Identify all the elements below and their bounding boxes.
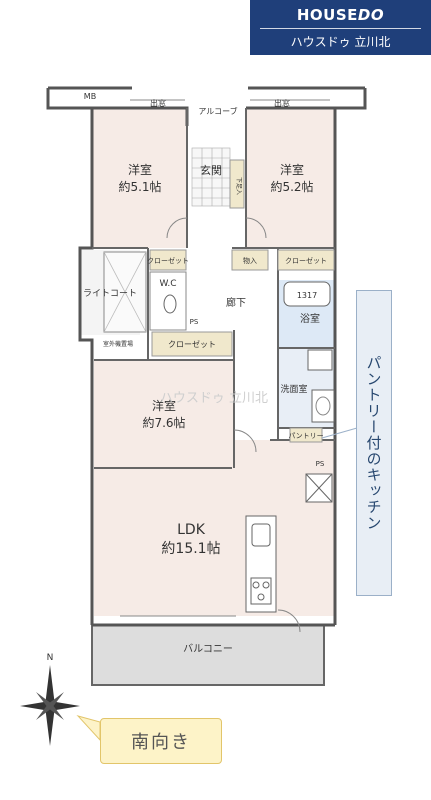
brand-name: HOUSEDO: [296, 6, 385, 24]
south-facing-badge: 南向き: [100, 718, 222, 764]
logo-divider: [260, 28, 421, 29]
mb-label: MB: [84, 92, 96, 101]
bathtub-icon: [283, 281, 331, 307]
balcony-area: [91, 624, 325, 686]
closet-label-1: クローゼット: [147, 256, 189, 265]
svg-text:N: N: [47, 653, 54, 663]
storage-closet: [231, 249, 269, 271]
western-room-3-size: 約7.6帖: [142, 415, 185, 430]
compass-icon: N: [20, 653, 80, 746]
south-arrow-pointer: [76, 715, 101, 742]
washer-icon: [307, 349, 333, 371]
western-room-2-size: 約5.2帖: [270, 179, 313, 194]
balcony-label: バルコニー: [183, 643, 233, 655]
bath-label: 浴室: [300, 312, 320, 325]
outdoor-unit-label: 室外機置場: [103, 340, 133, 348]
ldk-size: 約15.1帖: [161, 541, 220, 557]
western-room-3-fill: [94, 360, 234, 468]
ps-label-1: PS: [190, 318, 199, 326]
western-room-2-name: 洋室: [280, 162, 304, 177]
ps-label-2: PS: [316, 460, 325, 468]
western-room-1-size: 約5.1帖: [118, 179, 161, 194]
pantry-label: パントリー: [288, 432, 323, 440]
pantry-box: [289, 427, 323, 443]
western-room-3-name: 洋室: [152, 398, 176, 413]
closet-label-2: クローゼット: [285, 256, 327, 265]
shoe-cabinet: [229, 159, 245, 209]
sink-icon: [251, 523, 271, 547]
bathtub-size-label: 1317: [297, 291, 317, 300]
window-label-2: 出窓: [274, 98, 290, 108]
door-arc-1: [166, 217, 188, 239]
closet-1: [149, 249, 187, 271]
light-court-label: ライトコート: [83, 288, 137, 299]
watermark: ハウスドゥ 立川北: [160, 391, 268, 406]
alcove-label: アルコーブ: [198, 106, 237, 116]
toilet-icon: [163, 294, 177, 314]
brand-logo: HOUSEDO ハウスドゥ 立川北: [250, 0, 431, 55]
hall-label: 廊下: [226, 296, 246, 309]
western-room-2-fill: [246, 108, 335, 248]
western-room-1-name: 洋室: [128, 162, 152, 177]
closet-label-3: クローゼット: [168, 339, 216, 349]
western-room-1-fill: [92, 108, 187, 248]
stove-icon: [250, 577, 272, 605]
callout-pointer: [321, 427, 358, 439]
ldk-name: LDK: [177, 522, 206, 538]
washroom-label: 洗面室: [280, 383, 307, 395]
ldk-fill: [94, 468, 334, 616]
window-label-1: 出窓: [150, 98, 166, 108]
door-arc-2: [245, 217, 267, 239]
entrance-label: 玄関: [200, 163, 222, 177]
closet-3: [151, 331, 233, 357]
closet-2: [277, 249, 335, 271]
wc-label: W.C: [159, 279, 176, 289]
store-name: ハウスドゥ 立川北: [290, 35, 391, 49]
pantry-kitchen-callout: パントリー付のキッチン: [356, 290, 392, 596]
entrance-tiles: [191, 147, 231, 207]
storage-label: 物入: [243, 256, 257, 265]
shoe-cabinet-label: 下足入: [235, 177, 242, 195]
